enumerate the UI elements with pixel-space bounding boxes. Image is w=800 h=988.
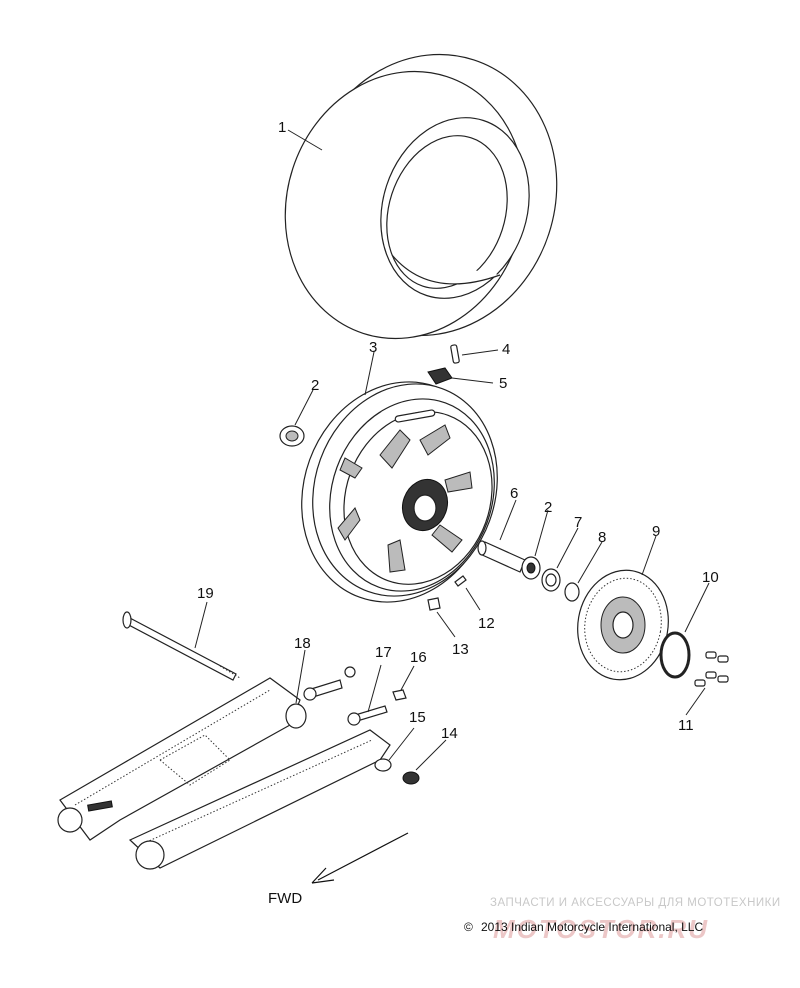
callout-16: 16	[410, 649, 427, 666]
callout-19: 19	[197, 585, 214, 602]
retaining-ring	[659, 631, 691, 679]
watermark-text: ЗАПЧАСТИ И АКСЕССУАРЫ ДЛЯ МОТОТЕХНИКИ	[490, 897, 781, 909]
callout-4: 4	[502, 341, 510, 358]
callout-5: 5	[499, 375, 507, 392]
adjuster-bolt-17	[347, 705, 388, 726]
bearing-right	[521, 556, 541, 580]
callout-15: 15	[409, 709, 426, 726]
rear-axle	[122, 611, 241, 681]
callout-11: 11	[678, 717, 694, 734]
callout-17: 17	[375, 644, 392, 661]
adjuster-18	[285, 666, 356, 729]
callout-6: 6	[510, 485, 518, 502]
nut-14	[402, 771, 420, 785]
valve-cap	[427, 367, 453, 385]
bearing-left	[279, 425, 305, 447]
callout-3: 3	[369, 339, 377, 356]
forward-direction-arrow: FWD	[268, 832, 409, 907]
callout-13: 13	[452, 641, 469, 658]
callout-10: 10	[702, 569, 719, 586]
copyright-text: 2013 Indian Motorcycle International, LL…	[481, 920, 703, 934]
callout-18: 18	[294, 635, 311, 652]
watermark: ЗАПЧАСТИ И АКСЕССУАРЫ ДЛЯ МОТОТЕХНИКИ MO…	[490, 897, 781, 944]
callout-2-right: 2	[544, 499, 552, 516]
tire	[284, 53, 558, 340]
fwd-label: FWD	[268, 890, 302, 907]
swingarm	[57, 677, 391, 870]
watermark-logo: MOTOSTOR.RU	[493, 914, 709, 944]
brake-rotor	[577, 569, 669, 681]
callout-14: 14	[441, 725, 458, 742]
valve-stem	[450, 344, 460, 364]
leader-lines	[194, 129, 710, 771]
seal	[541, 568, 561, 592]
callout-7: 7	[574, 514, 582, 531]
callout-8: 8	[598, 529, 606, 546]
rotor-bolts	[694, 651, 729, 687]
wheel	[301, 381, 498, 603]
nut-16	[392, 689, 407, 701]
copyright-symbol: ©	[464, 920, 473, 934]
callout-labels: 1 2 3 4 5 6 2 7 8 9 10 11 12 13 14 15 16…	[197, 119, 719, 742]
balance-weight	[454, 575, 467, 587]
spacer-small	[564, 582, 580, 602]
washer-15	[374, 758, 392, 772]
copyright-notice: © 2013 Indian Motorcycle International, …	[464, 920, 703, 934]
callout-9: 9	[652, 523, 660, 540]
callout-1: 1	[278, 119, 286, 136]
callout-12: 12	[478, 615, 495, 632]
axle-spacer	[477, 540, 526, 573]
valve-bolt	[427, 597, 441, 611]
callout-2-left: 2	[311, 377, 319, 394]
